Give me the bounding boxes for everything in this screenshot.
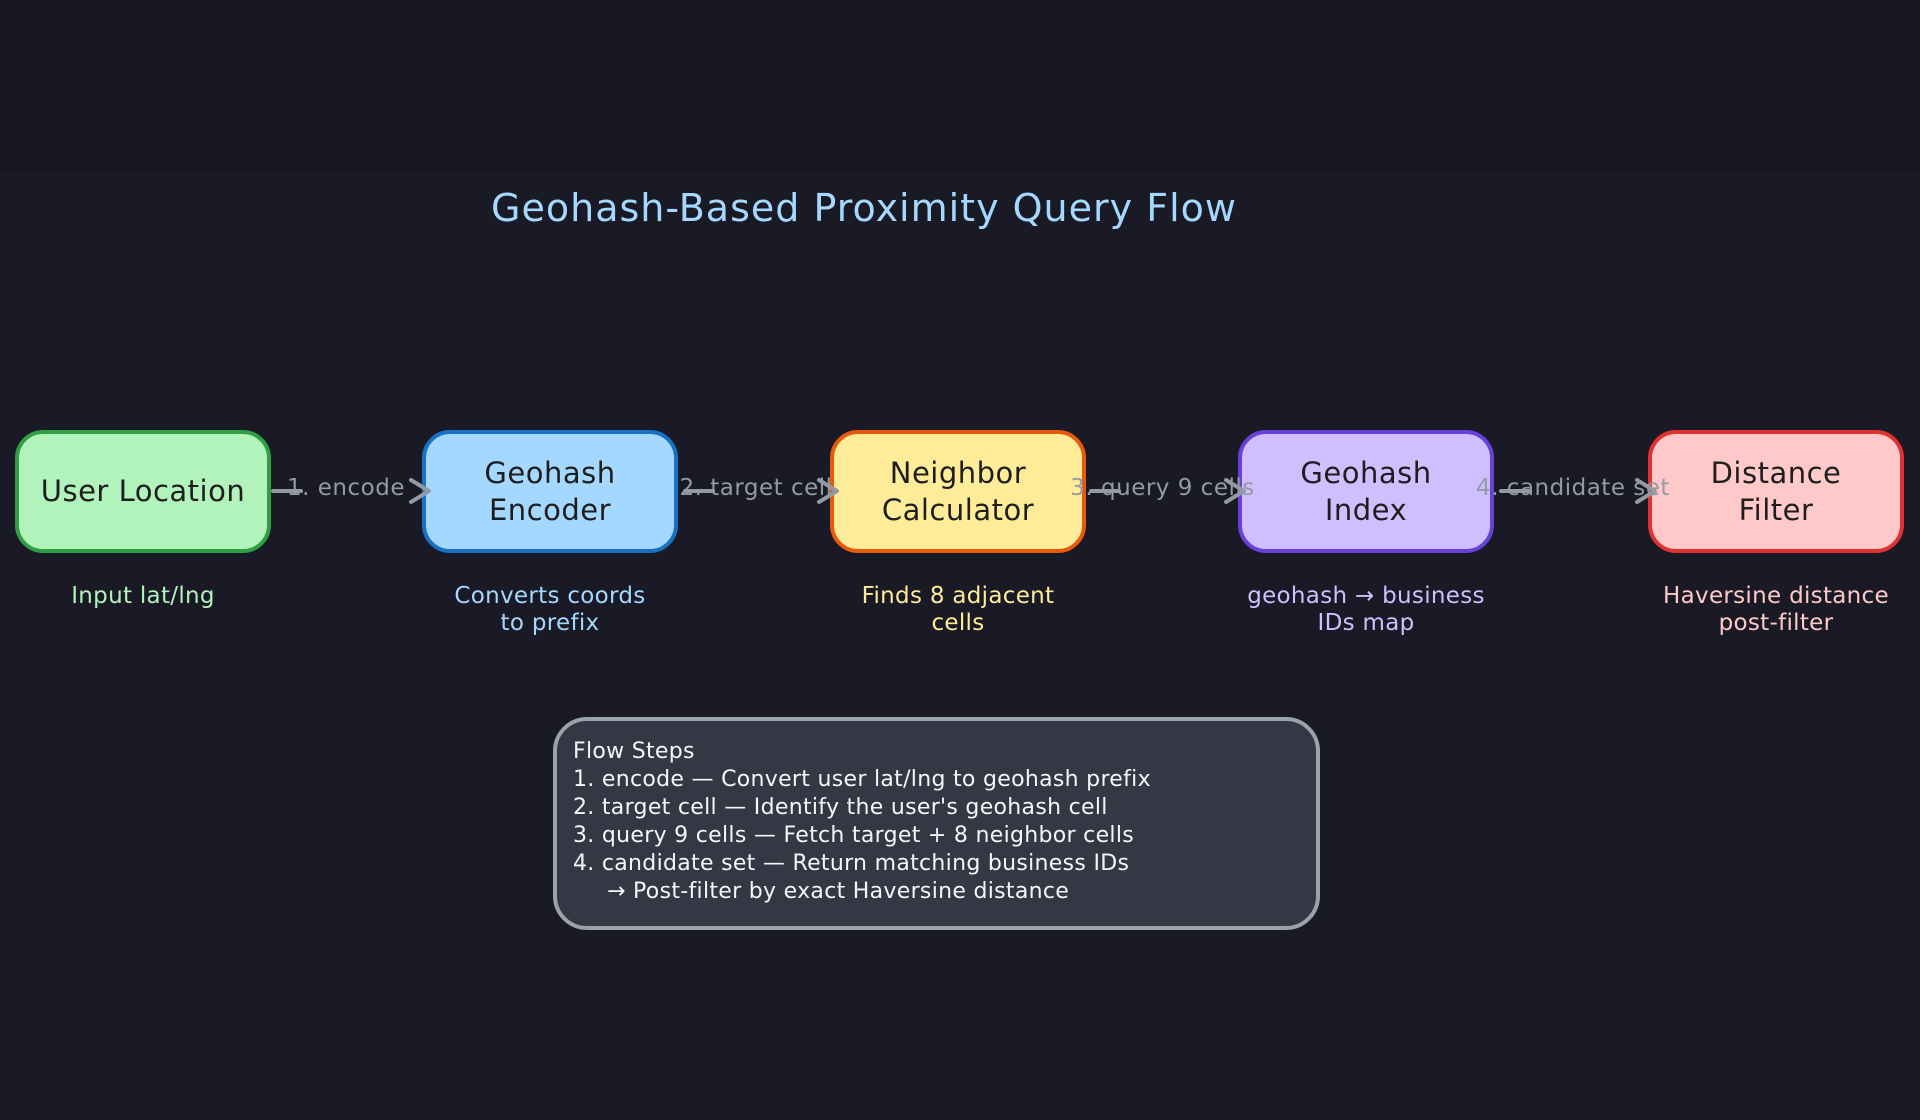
edge-target-cell[interactable]: 2. target cell [679,462,839,522]
flow-step-4-continuation: → Post-filter by exact Haversine distanc… [607,879,1070,904]
flow-steps-panel[interactable]: Flow Steps 1. encode — Convert user lat/… [553,717,1320,930]
edge-query-9-cells[interactable]: 3. query 9 cells [1070,462,1254,522]
background-top-band [0,0,1920,172]
sublabel-geohash-index: geohash → business IDs map [1247,583,1485,636]
edge-candidate-set-line [1499,489,1531,493]
edge-encode-line [271,489,303,493]
edge-query-9-cells-label: 3. query 9 cells [1070,475,1255,501]
node-geohash-encoder[interactable]: Geohash Encoder [422,430,678,553]
node-user-location[interactable]: User Location [15,430,271,553]
arrowhead-icon [1224,478,1246,504]
edge-target-cell-line [683,489,715,493]
arrowhead-icon [1635,478,1657,504]
edge-candidate-set-label: 4. candidate set [1476,475,1670,501]
edge-encode[interactable]: 1. encode [271,462,431,522]
flow-steps-title: Flow Steps [573,739,695,764]
node-distance-filter-label: Distance Filter [1710,455,1842,527]
node-user-location-label: User Location [40,474,246,508]
node-neighbor-calculator[interactable]: Neighbor Calculator [830,430,1086,553]
flow-step-1: 1. encode — Convert user lat/lng to geoh… [573,767,1151,792]
arrowhead-icon [817,478,839,504]
sublabel-distance-filter: Haversine distance post-filter [1663,583,1889,636]
sublabel-geohash-encoder: Converts coords to prefix [454,583,646,636]
edge-candidate-set[interactable]: 4. candidate set [1476,462,1669,522]
node-geohash-index-label: Geohash Index [1300,455,1432,527]
edge-target-cell-label: 2. target cell [679,475,833,501]
node-geohash-encoder-label: Geohash Encoder [484,455,616,527]
node-geohash-index[interactable]: Geohash Index [1238,430,1494,553]
flow-step-4: 4. candidate set — Return matching busin… [573,851,1130,876]
diagram-title: Geohash-Based Proximity Query Flow [491,186,1237,230]
sublabel-neighbor-calculator: Finds 8 adjacent cells [861,583,1055,636]
arrowhead-icon [409,478,431,504]
node-distance-filter[interactable]: Distance Filter [1648,430,1904,553]
edge-encode-label: 1. encode [287,475,405,501]
sublabel-user-location: Input lat/lng [71,583,215,609]
flow-step-2: 2. target cell — Identify the user's geo… [573,795,1108,820]
flow-step-3: 3. query 9 cells — Fetch target + 8 neig… [573,823,1135,848]
edge-query-9-cells-line [1089,489,1121,493]
node-neighbor-calculator-label: Neighbor Calculator [881,455,1035,527]
